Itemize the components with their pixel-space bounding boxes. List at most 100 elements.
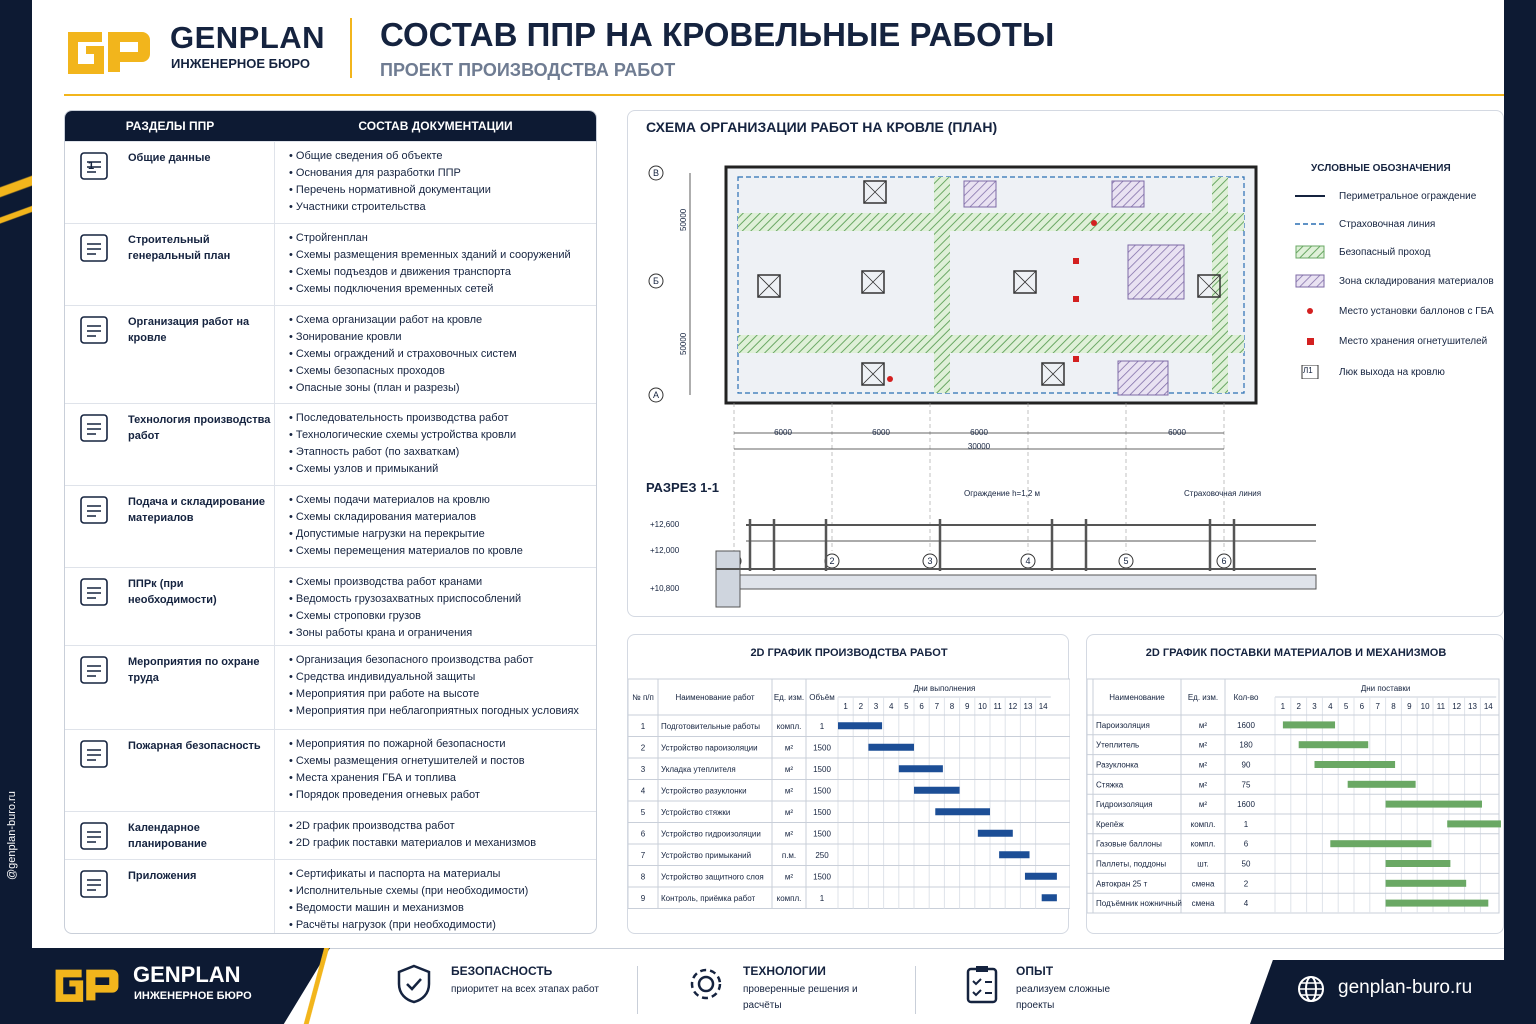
task-unit: м² bbox=[785, 829, 794, 838]
gantt-bar bbox=[1314, 761, 1396, 768]
axis-bubble bbox=[648, 273, 664, 289]
gantt-frame bbox=[1087, 678, 1500, 914]
day-label: 6 bbox=[1360, 702, 1365, 711]
brand-name: GENPLAN bbox=[170, 20, 326, 55]
task-name: Устройство примыканий bbox=[661, 851, 751, 860]
day-label: 7 bbox=[1375, 702, 1380, 711]
axis-letter: В bbox=[653, 168, 659, 178]
material-unit: м² bbox=[1199, 741, 1208, 750]
doc-item: Допустимые нагрузки на перекрытие bbox=[289, 526, 596, 543]
doc-item: Порядок проведения огневых работ bbox=[289, 787, 596, 804]
gantt-bar bbox=[999, 851, 1030, 859]
doc-item: Технологические схемы устройства кровли bbox=[289, 427, 596, 444]
task-unit: м² bbox=[785, 743, 794, 752]
task-volume: 1500 bbox=[813, 786, 831, 795]
material-name: Подъёмник ножничный bbox=[1096, 899, 1182, 908]
roof-hatch-cross bbox=[1041, 362, 1065, 386]
doc-item: 2D график производства работ bbox=[289, 818, 596, 835]
legend-item: Место установки баллонов с ГБА bbox=[1339, 306, 1494, 317]
task-name: Контроль, приёмка работ bbox=[661, 894, 755, 903]
material-quantity: 1 bbox=[1244, 820, 1249, 829]
storage-zone bbox=[1111, 180, 1145, 208]
doc-item: Схемы строповки грузов bbox=[289, 608, 596, 625]
material-unit: м² bbox=[1199, 761, 1208, 770]
axis-number: 4 bbox=[1025, 556, 1030, 566]
gantt-works-title: 2D ГРАФИК ПРОИЗВОДСТВА РАБОТ bbox=[750, 647, 948, 659]
task-name: Устройство разуклонки bbox=[661, 786, 747, 795]
globe-icon bbox=[1298, 976, 1324, 1002]
span-dimension: 6000 bbox=[970, 428, 988, 437]
doc-item: Схемы подачи материалов на кровлю bbox=[289, 492, 596, 509]
material-quantity: 90 bbox=[1242, 761, 1251, 770]
day-label: 11 bbox=[993, 702, 1002, 711]
footer-brand: GENPLAN bbox=[133, 962, 241, 987]
doc-item: 2D график поставки материалов и механизм… bbox=[289, 835, 596, 852]
day-label: 13 bbox=[1468, 702, 1477, 711]
day-label: 12 bbox=[1452, 702, 1461, 711]
walkway bbox=[738, 335, 1244, 353]
day-label: 13 bbox=[1024, 702, 1033, 711]
material-quantity: 50 bbox=[1242, 860, 1251, 869]
legend-item: Люк выхода на кровлю bbox=[1339, 367, 1445, 378]
doc-item: Схемы безопасных проходов bbox=[289, 363, 596, 380]
storage-zone bbox=[963, 180, 997, 208]
doc-item: Схемы ограждений и страховочных систем bbox=[289, 346, 596, 363]
hard-hat-icon bbox=[80, 656, 108, 684]
material-unit: м² bbox=[1199, 800, 1208, 809]
section-row: Календарное планирование2D график произв… bbox=[65, 811, 596, 859]
task-volume: 1500 bbox=[813, 808, 831, 817]
section-name: Общие данные bbox=[128, 152, 211, 164]
gantt-bar bbox=[1385, 860, 1451, 867]
roof-plan-drawing: 123456ВБА6000600060006000300005000050000… bbox=[648, 165, 1317, 608]
material-quantity: 4 bbox=[1244, 899, 1249, 908]
roof-hatch-cross bbox=[861, 270, 885, 294]
doc-item: Расчёты нагрузок (при необходимости) bbox=[289, 917, 596, 933]
doc-item: Схемы складирования материалов bbox=[289, 509, 596, 526]
gantt-bar bbox=[935, 808, 990, 816]
material-name: Гидроизоляция bbox=[1096, 800, 1153, 809]
roof-hatch bbox=[757, 274, 781, 298]
doc-item: Зоны работы крана и ограничения bbox=[289, 625, 596, 642]
material-unit: смена bbox=[1192, 899, 1215, 908]
footer-safety-title: БЕЗОПАСНОСТЬ bbox=[451, 964, 553, 978]
doc-item: Схемы размещения огнетушителей и постов bbox=[289, 753, 596, 770]
material-quantity: 75 bbox=[1242, 780, 1251, 789]
section-row: ПриложенияСертификаты и паспорта на мате… bbox=[65, 859, 596, 933]
gantt-bar bbox=[1447, 820, 1501, 828]
col-docs-header: СОСТАВ ДОКУМЕНТАЦИИ bbox=[358, 119, 513, 133]
row-number: 1 bbox=[641, 722, 646, 731]
legend-swatch bbox=[1307, 338, 1314, 345]
gantt-bar bbox=[1347, 780, 1416, 788]
page-subtitle: ПРОЕКТ ПРОИЗВОДСТВА РАБОТ bbox=[380, 60, 676, 80]
legend-item: Периметральное ограждение bbox=[1339, 191, 1477, 202]
task-volume: 1 bbox=[820, 894, 825, 903]
right-strip bbox=[1504, 0, 1536, 1024]
footer-url[interactable]: genplan-buro.ru bbox=[1338, 977, 1473, 998]
doc-item: Опасные зоны (план и разрезы) bbox=[289, 380, 596, 397]
gear-icon bbox=[80, 414, 108, 442]
doc-item: Участники строительства bbox=[289, 199, 596, 216]
task-name: Укладка утеплителя bbox=[661, 765, 736, 774]
material-quantity: 1600 bbox=[1237, 800, 1255, 809]
day-label: 9 bbox=[1407, 702, 1412, 711]
footer-logo-icon bbox=[55, 969, 119, 1002]
day-label: 4 bbox=[1328, 702, 1333, 711]
legend-item: Страховочная линия bbox=[1339, 219, 1436, 230]
task-unit: м² bbox=[785, 872, 794, 881]
doc-item: Мероприятия при неблагоприятных погодных… bbox=[289, 703, 596, 720]
roof-hatch bbox=[1041, 362, 1065, 386]
axis-number: 6 bbox=[1221, 556, 1226, 566]
roof-slab bbox=[715, 574, 1317, 590]
header: GENPLAN ИНЖЕНЕРНОЕ БЮРО СОСТАВ ППР НА КР… bbox=[64, 14, 1504, 94]
day-label: 11 bbox=[1437, 702, 1446, 711]
footer-url-block bbox=[1250, 960, 1536, 1024]
doc-item: Схемы размещения временных зданий и соор… bbox=[289, 247, 596, 264]
gantt-bar bbox=[838, 722, 883, 730]
storage-zone bbox=[1127, 244, 1185, 300]
left-strip: @genplan-buro.ru bbox=[0, 0, 32, 1024]
legend-item: Место хранения огнетушителей bbox=[1339, 336, 1488, 347]
roof-hatch bbox=[1197, 274, 1221, 298]
